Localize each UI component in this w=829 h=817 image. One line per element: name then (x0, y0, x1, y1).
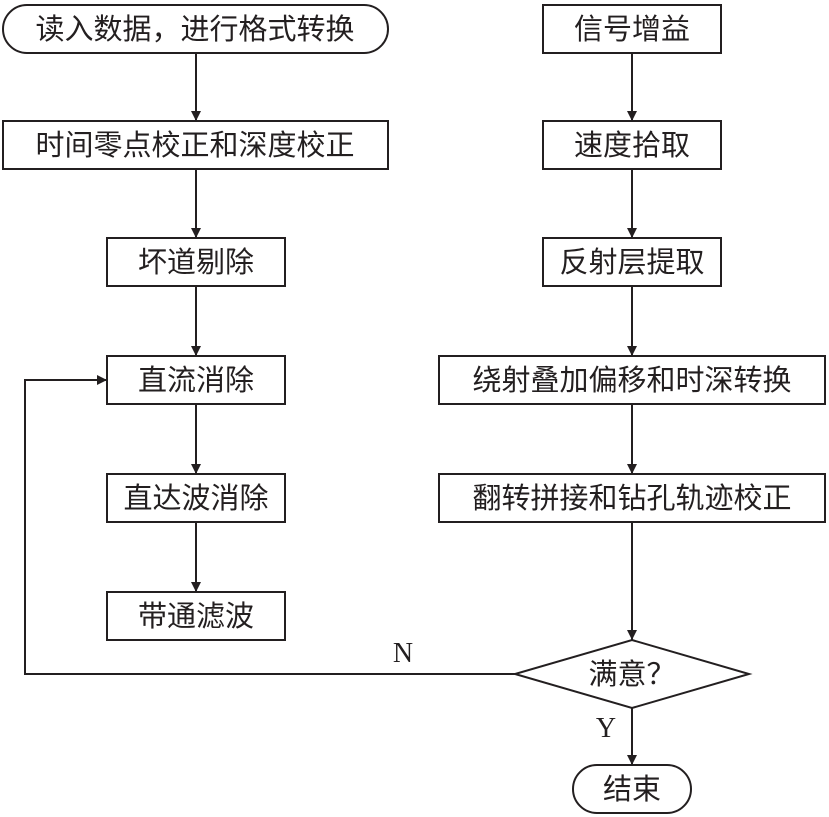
node-direct-wave: 直达波消除 (106, 473, 286, 523)
node-direct-wave-label: 直达波消除 (123, 481, 268, 515)
node-velocity-label: 速度拾取 (574, 128, 690, 162)
node-bandpass-label: 带通滤波 (138, 599, 254, 633)
node-gain-label: 信号增益 (574, 12, 690, 46)
node-time-zero-label: 时间零点校正和深度校正 (35, 128, 354, 162)
node-end: 结束 (572, 764, 692, 814)
node-read-data-label: 读入数据，进行格式转换 (35, 12, 354, 46)
node-bad-trace-label: 坏道剔除 (138, 245, 254, 279)
edge-label-no: N (393, 638, 413, 669)
node-gain: 信号增益 (542, 4, 722, 54)
node-reflector: 反射层提取 (542, 237, 722, 287)
node-migration: 绕射叠加偏移和时深转换 (438, 355, 826, 405)
node-time-zero: 时间零点校正和深度校正 (2, 120, 389, 170)
node-dc-removal-label: 直流消除 (138, 363, 254, 397)
node-satisfied: 满意？ (511, 638, 753, 710)
node-satisfied-label: 满意？ (588, 657, 675, 691)
node-end-label: 结束 (603, 772, 661, 806)
node-flip: 翻转拼接和钻孔轨迹校正 (438, 473, 826, 523)
node-migration-label: 绕射叠加偏移和时深转换 (472, 363, 791, 397)
node-velocity: 速度拾取 (542, 120, 722, 170)
node-bandpass: 带通滤波 (106, 591, 286, 641)
node-reflector-label: 反射层提取 (559, 245, 704, 279)
node-read-data: 读入数据，进行格式转换 (2, 4, 389, 54)
arrow-no-loop-to-dc (24, 375, 515, 675)
edge-label-yes: Y (596, 713, 616, 744)
node-flip-label: 翻转拼接和钻孔轨迹校正 (472, 481, 791, 515)
node-bad-trace: 坏道剔除 (106, 237, 286, 287)
node-dc-removal: 直流消除 (106, 355, 286, 405)
